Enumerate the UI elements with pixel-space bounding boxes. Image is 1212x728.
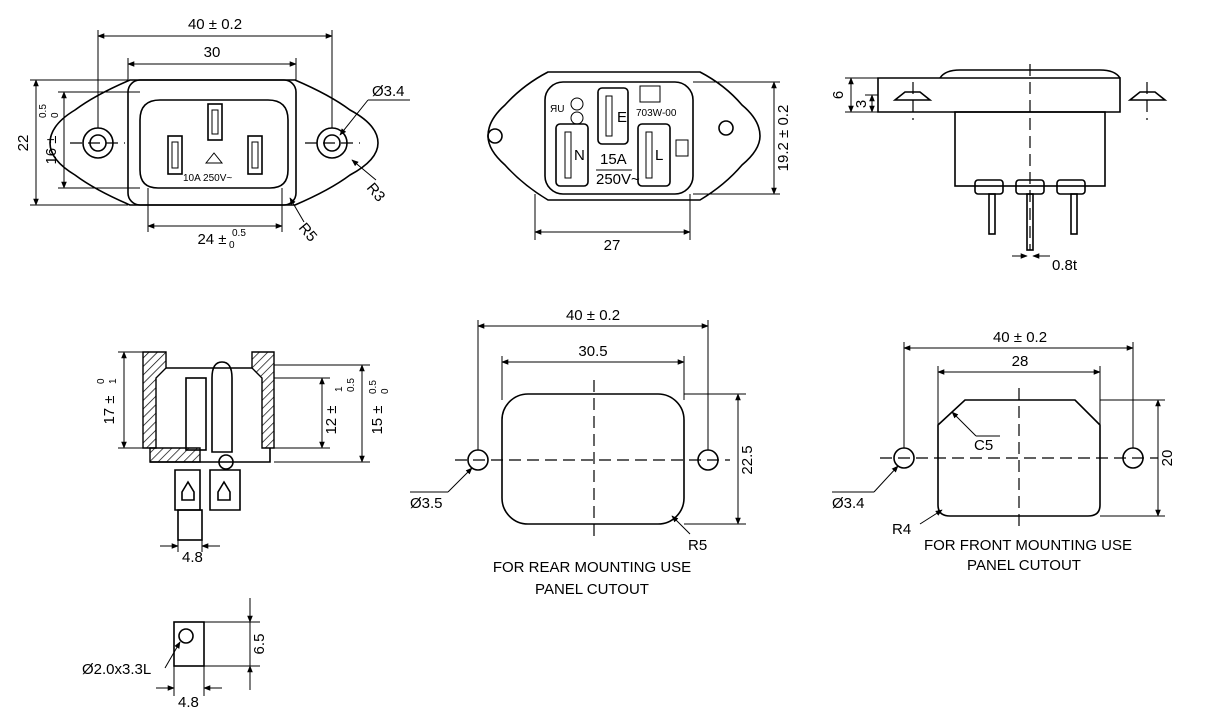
section-pin-tail [177, 509, 203, 541]
ru-mark-icon: ЯU [550, 104, 564, 115]
front-cutout-caption-2: PANEL CUTOUT [967, 557, 1081, 574]
right-wall-section [251, 351, 275, 449]
dim-hole-spacing: 30 [204, 44, 221, 61]
front-view-inlet: 10A 250V~ 40 ± 0.2 30 22 16 ± 0.5 0 [15, 16, 410, 251]
dim-height-17-tol-top: 0 [96, 378, 107, 384]
rear-model: 703W-00 [636, 108, 677, 119]
rear-view-inlet: E N L ЯU 703W-00 15A 250V~ 19.2 ± 0.2 27 [487, 71, 792, 254]
side-flange [877, 77, 1121, 113]
rear-cutout-caption-1: FOR REAR MOUNTING USE [493, 559, 691, 576]
dim-height-16-tol-bot: 0 [50, 112, 61, 118]
dim-body-width: 24 ± [197, 231, 226, 248]
terminal-hole [178, 628, 194, 644]
earth-pin [207, 103, 223, 141]
label-e: E [617, 109, 627, 126]
dim-rear-cutout-inner: 30.5 [578, 343, 607, 360]
dim-height-15: 15 ± [369, 405, 386, 434]
dim-rear-height: 19.2 ± 0.2 [775, 105, 792, 172]
front-cutout-outline [937, 399, 1101, 517]
rear-right-hole [718, 120, 734, 136]
live-pin-inner [251, 141, 259, 169]
rear-terminal-l-inner [645, 131, 653, 179]
rear-terminal-e [597, 87, 629, 145]
earth-pin-inner [211, 109, 219, 135]
rear-rating-amp: 15A [600, 151, 627, 168]
dim-side-6: 6 [830, 91, 847, 99]
rear-terminal-e-inner [605, 95, 613, 137]
socket-cavity [139, 99, 289, 189]
ul-mark-icon [570, 111, 584, 125]
label-l: L [655, 147, 663, 164]
side-pin-1 [988, 193, 996, 235]
dim-front-cutout-radius: R4 [892, 521, 911, 538]
rear-cutout-outline [501, 393, 685, 525]
neutral-pin [167, 135, 183, 175]
body-outline [127, 79, 297, 206]
dim-terminal-height: 6.5 [251, 634, 268, 655]
section-view: 17 ± 0 1 12 ± 1 0.5 15 ± 0.5 0 4.8 [96, 351, 391, 566]
dim-front-cutout-chamfer: C5 [974, 437, 993, 454]
dim-front-cutout-hole: Ø3.4 [832, 495, 865, 512]
rear-cutout-caption-2: PANEL CUTOUT [535, 581, 649, 598]
front-rating: 10A 250V~ [183, 173, 232, 184]
dim-height-16: 16 ± [43, 135, 60, 164]
dim-terminal-width: 4.8 [178, 694, 199, 711]
dim-front-cutout-height: 20 [1159, 450, 1176, 467]
terminal-body [173, 621, 205, 667]
dim-body-width-tol-bot: 0 [229, 240, 235, 251]
dim-front-cutout-overall: 40 ± 0.2 [993, 329, 1047, 346]
earth-symbol-icon [570, 97, 584, 111]
rear-terminal-l [637, 123, 671, 187]
dim-rear-cutout-height: 22.5 [739, 445, 756, 474]
dim-height-22: 22 [15, 135, 32, 152]
rear-left-hole [487, 128, 503, 144]
dim-pin-width: 4.8 [182, 549, 203, 566]
label-n: N [574, 147, 585, 164]
dim-rear-cutout-hole: Ø3.5 [410, 495, 443, 512]
dim-height-15-tol-bot: 0 [380, 388, 391, 394]
side-pin-2 [1026, 193, 1034, 251]
section-pin-left [185, 377, 207, 451]
dim-radius-r5: R5 [295, 220, 320, 246]
dim-height-17: 17 ± [101, 395, 118, 424]
dim-radius-r3: R3 [363, 180, 388, 206]
dim-rear-width: 27 [604, 237, 621, 254]
rear-terminal-n-inner [564, 131, 572, 179]
dim-height-17-tol-bot: 1 [108, 378, 119, 384]
dim-rear-cutout-radius: R5 [688, 537, 707, 554]
polarity-mark-icon [675, 139, 689, 157]
left-wall-section [142, 351, 167, 449]
rear-terminal-n [555, 123, 589, 187]
front-mounting-cutout: 40 ± 0.2 28 20 C5 Ø3.4 R4 FOR FRONT MOUN… [832, 329, 1176, 574]
side-view-inlet: 6 3 0.8t [830, 64, 1168, 274]
side-pin-3 [1070, 193, 1078, 235]
dim-front-cutout-inner: 28 [1012, 353, 1029, 370]
rear-body [544, 81, 694, 195]
cert-mark-icon [204, 152, 224, 164]
dim-height-16-tol-top: 0.5 [38, 104, 49, 118]
flange-outline [49, 79, 379, 206]
dim-height-12: 12 ± [323, 405, 340, 434]
terminal-detail: 6.5 Ø2.0x3.3L 4.8 [82, 598, 268, 711]
rear-mounting-cutout: 40 ± 0.2 30.5 22.5 Ø3.5 R5 FOR REAR MOUN… [410, 307, 756, 598]
live-pin [247, 135, 263, 175]
rear-flange-outline [487, 71, 761, 201]
dim-rear-cutout-overall: 40 ± 0.2 [566, 307, 620, 324]
rear-rating-volt: 250V~ [596, 171, 640, 188]
cert-mark-box-icon [639, 85, 661, 103]
section-pin-center [211, 361, 233, 453]
dim-overall-width: 40 ± 0.2 [188, 16, 242, 33]
front-cutout-caption-1: FOR FRONT MOUNTING USE [924, 537, 1132, 554]
dim-height-12-tol-bot: 0.5 [346, 378, 357, 392]
dim-height-12-tol-top: 1 [334, 386, 345, 392]
dim-side-3: 3 [853, 100, 870, 108]
dim-hole-dia: Ø3.4 [372, 83, 405, 100]
dim-height-15-tol-top: 0.5 [368, 380, 379, 394]
dim-body-width-tol-top: 0.5 [232, 228, 246, 239]
neutral-pin-inner [171, 141, 179, 169]
dim-pin-thickness: 0.8t [1052, 257, 1078, 274]
dim-terminal-hole: Ø2.0x3.3L [82, 661, 151, 678]
